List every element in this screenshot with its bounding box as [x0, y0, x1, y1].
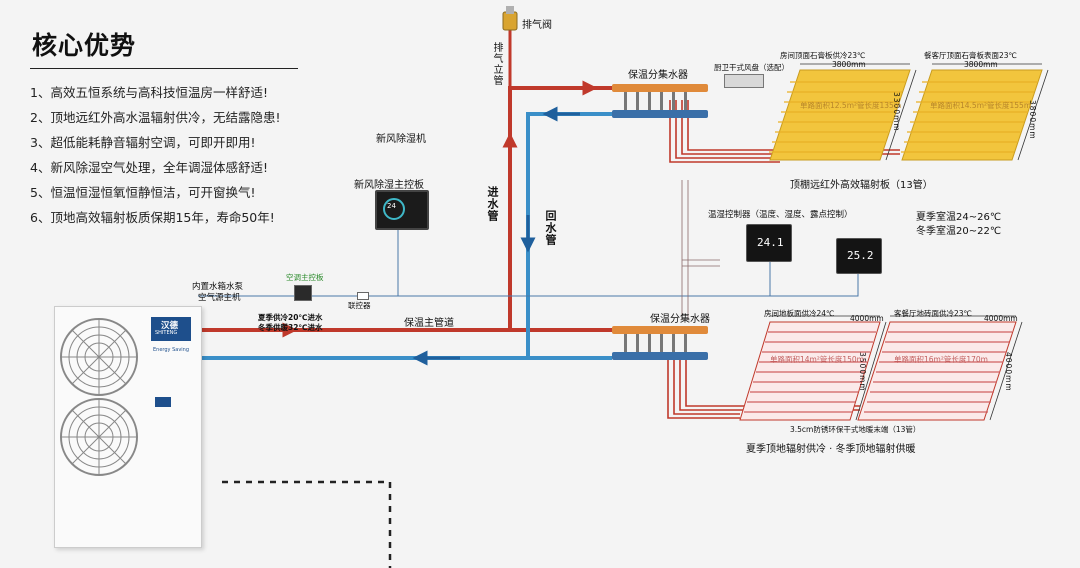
ceiling-panel-title: 餐客厅顶面石膏板表面23℃ [924, 51, 1017, 60]
thermostat-1: 24.1 [746, 224, 792, 262]
floor-panel-spec: 单路面积14m²管长度150m [770, 355, 864, 364]
ceiling-caption: 顶棚远红外高效辐射板（13管） [790, 180, 933, 191]
feature-item: 6、顶地高效辐射板质保期15年，寿命50年! [30, 210, 275, 225]
brand-logo-text: 汉德 [161, 321, 179, 331]
ceiling-panel-width: 3800mm [964, 60, 998, 69]
page-title: 核心优势 [32, 31, 137, 60]
fresh-air-panel-label: 新风除湿主控板 [354, 180, 424, 191]
winter-room-temp: 冬季室温20~22℃ [916, 226, 1002, 237]
floor-panel-width: 4000mm [984, 314, 1018, 323]
exhaust-valve-body [502, 11, 518, 31]
winter-supply-temp: 冬季供暖32℃进水 [258, 323, 323, 332]
floor-panel-title: 房间地板面供冷24℃ [764, 309, 835, 318]
return-pipe-label: 回水管 [544, 210, 557, 246]
heat-pump-unit: 汉德 SHITENG Energy Saving [54, 306, 202, 548]
exhaust-valve-label: 排气阀 [522, 20, 552, 31]
heat-pump-label: 空气源主机 [198, 293, 241, 303]
feature-item: 5、恒温恒湿恒氧恒静恒洁，可开窗换气! [30, 185, 256, 200]
manifold-bottom-label: 保温分集水器 [650, 314, 710, 325]
supply-pipe-label: 进水管 [486, 186, 499, 222]
floor-caption: 3.5cm防锈环保干式地暖末端（13管） [790, 425, 921, 434]
ac-panel-label: 空调主控板 [286, 273, 324, 282]
fan-grilles [60, 317, 191, 476]
ceiling-panel-spec: 单路面积12.5m²管长度135m [800, 101, 902, 110]
ceiling-panel-spec: 单路面积14.5m²管长度155m [930, 101, 1032, 110]
linkage-label: 联控器 [348, 301, 371, 310]
floor-panel-spec: 单路面积16m²管长度170m [894, 355, 988, 364]
fresh-panel-readout: 24 [387, 202, 396, 210]
brand-sub: Energy Saving [153, 347, 190, 353]
floor-panel-width: 4000mm [850, 314, 884, 323]
main-pipe-label: 保温主管道 [404, 318, 454, 329]
floor-panel-depth: 4000mm [1004, 352, 1013, 392]
display-ring [383, 198, 405, 220]
thermostat-2-readout: 25.2 [847, 249, 874, 262]
thermostat-2: 25.2 [836, 238, 882, 274]
ceiling-panel-width: 3800mm [832, 60, 866, 69]
fan-coil-unit [724, 74, 764, 88]
ceiling-panel-depth: 3300mm [892, 92, 901, 132]
summer-supply-temp: 夏季供冷20℃进水 [258, 313, 323, 322]
fan-coil-label: 厨卫干式风盘（选配） [714, 63, 789, 72]
exhaust-pipe-label: 排气立管 [491, 42, 502, 86]
thermostat-1-readout: 24.1 [757, 236, 784, 249]
feature-item: 1、高效五恒系统与高科技恒温房一样舒适! [30, 85, 268, 100]
floor-panel-depth: 3500mm [858, 352, 867, 392]
fresh-air-unit-label: 新风除湿机 [376, 134, 426, 145]
heat-pump-label: 内置水箱水泵 [192, 282, 244, 292]
manifold-top [612, 80, 708, 124]
floor-panel-title: 客餐厅地砖面供冷23℃ [894, 309, 972, 318]
thermostat-title: 温湿控制器（温度、湿度、露点控制） [708, 210, 853, 220]
title-divider [30, 68, 298, 69]
brand-en: SHITENG [155, 330, 178, 336]
feature-item: 2、顶地远红外高水温辐射供冷，无结露隐患! [30, 110, 281, 125]
feature-item: 3、超低能耗静音辐射空调，可即开即用! [30, 135, 256, 150]
manifold-top-label: 保温分集水器 [628, 70, 688, 81]
bottom-caption: 夏季顶地辐射供冷 · 冬季顶地辐射供暖 [746, 444, 916, 455]
linkage-device [357, 292, 369, 300]
ac-control-panel [294, 285, 312, 301]
summer-room-temp: 夏季室温24~26℃ [916, 212, 1002, 223]
manifold-bottom [612, 322, 708, 366]
feature-item: 4、新风除湿空气处理，全年调湿体感舒适! [30, 160, 268, 175]
ceiling-panel-depth: 3800mm [1028, 100, 1037, 140]
ceiling-panel-title: 房间顶面石膏板供冷23℃ [780, 51, 866, 60]
fresh-air-control-panel: 24 [375, 190, 429, 230]
